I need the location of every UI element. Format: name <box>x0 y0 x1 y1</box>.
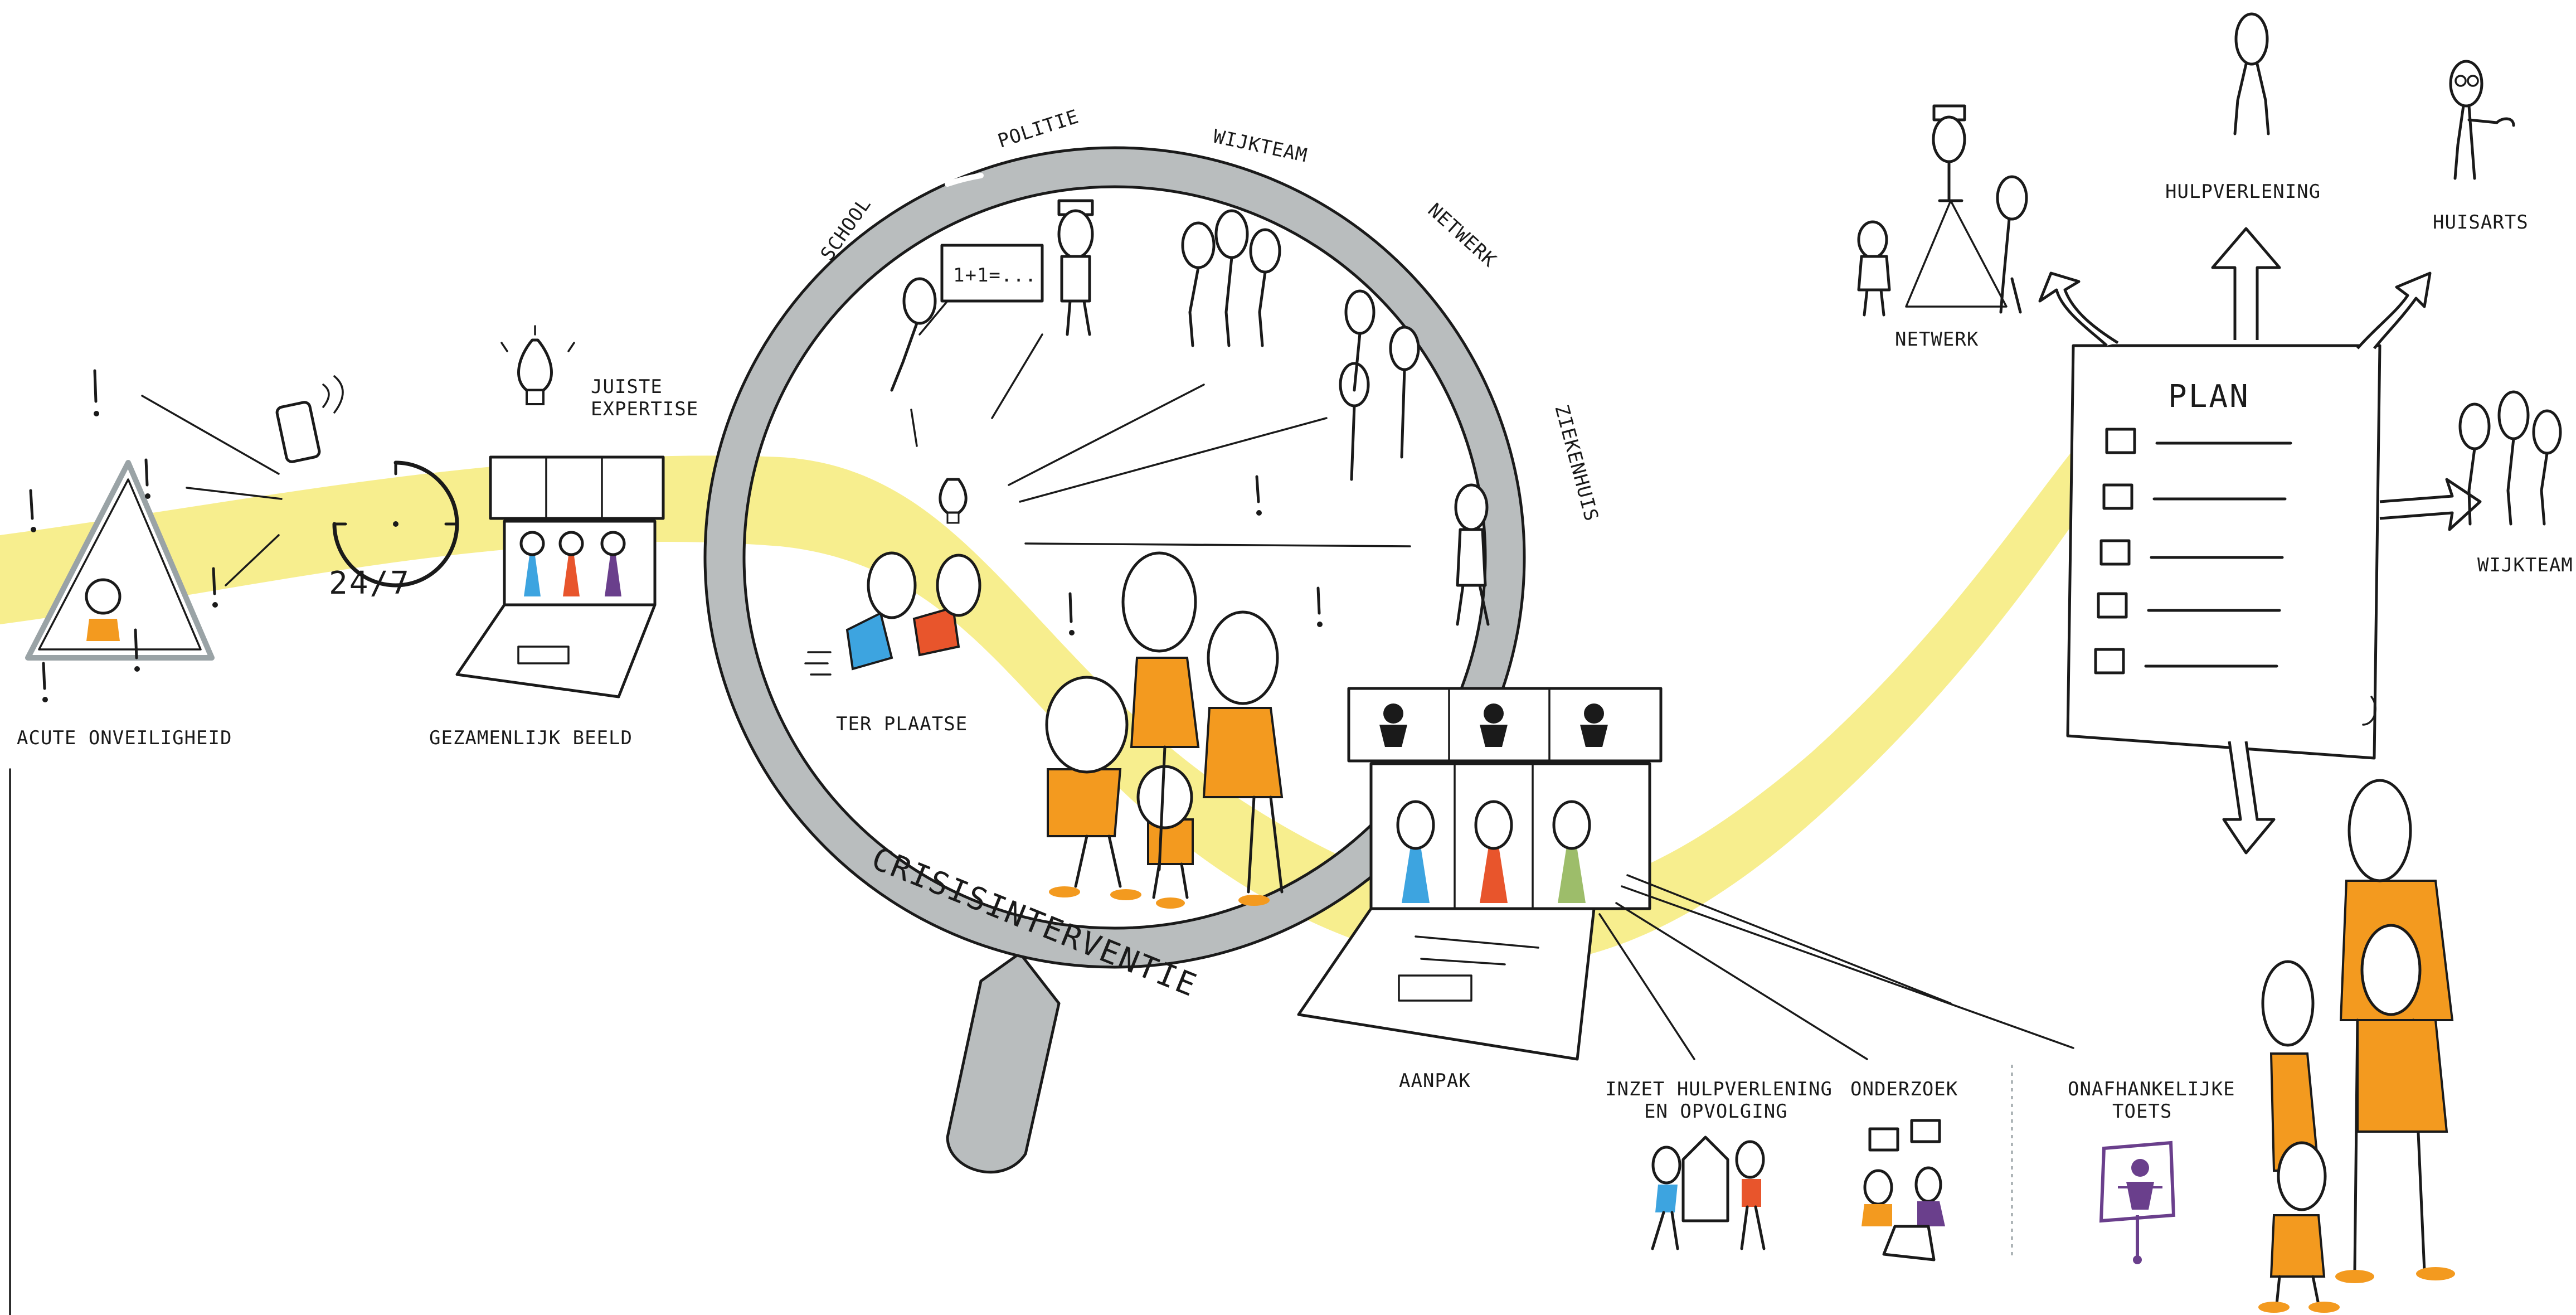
ter-plaatse-figures <box>804 551 981 676</box>
lightbulb-icon <box>939 478 968 524</box>
onderzoek-label: ONDERZOEK <box>1850 1078 1958 1100</box>
inzet-label-line1: INZET HULPVERLENING <box>1605 1078 1833 1100</box>
wijkteam-figures <box>1181 209 1281 347</box>
family-right-figures <box>2258 779 2455 1313</box>
clock-group: 24/7 <box>275 375 459 601</box>
wijkteam-top-label: WIJKTEAM <box>1211 125 1309 167</box>
police-figure <box>1057 199 1094 336</box>
ziekenhuis-label: ZIEKENHUIS <box>1550 402 1602 524</box>
checkbox-icon <box>2094 428 2292 675</box>
netwerk-arc-label: NETWERK <box>1423 199 1500 271</box>
aanpak-label: AANPAK <box>1399 1070 1471 1092</box>
toets-label-line2: TOETS <box>2112 1100 2172 1123</box>
family-figures <box>1045 551 1284 909</box>
acute-unsafety-label: ACUTE ONVEILIGHEID <box>17 727 232 749</box>
wijkteam-right-figures <box>2458 390 2562 526</box>
politie-label: POLITIE <box>995 105 1081 152</box>
joint-picture-group: JUISTE EXPERTISE GEZAMENLIJK BEELD <box>429 325 698 749</box>
plan-title: PLAN <box>2168 379 2250 415</box>
inzet-label-line2: EN OPVOLGING <box>1644 1100 1788 1123</box>
connector-lines <box>910 333 1411 547</box>
speech-bubble-icon <box>1868 1127 1899 1152</box>
expertise-label-line2: EXPERTISE <box>591 398 698 420</box>
exclamation-icon <box>29 369 218 702</box>
speech-bubble-icon <box>1910 1119 1941 1143</box>
hospital-figure <box>1454 483 1490 626</box>
wijkteam-right-label: WIJKTEAM <box>2477 554 2573 576</box>
onderzoek-figures <box>1861 1119 1945 1261</box>
whiteboard-text: 1+1=... <box>953 264 1037 287</box>
joint-picture-label: GEZAMENLIJK BEELD <box>429 727 633 749</box>
expertise-label-line1: JUISTE <box>591 376 663 398</box>
acute-unsafety-group: ACUTE ONVEILIGHEID <box>17 369 283 749</box>
arrow-icon <box>2038 227 2482 855</box>
huisarts-label: HUISARTS <box>2433 211 2529 234</box>
ter-plaatse-label: TER PLAATSE <box>836 713 968 735</box>
whiteboard <box>940 244 1044 303</box>
warning-triangle-icon <box>25 460 215 661</box>
netwerk-label: NETWERK <box>1895 328 1979 351</box>
exclamation-icon <box>1068 475 1323 635</box>
huisarts-figure <box>2449 60 2515 180</box>
netwerk-figures <box>1339 289 1420 481</box>
toets-label-line1: ONAFHANKELIJKE <box>2068 1078 2235 1100</box>
school-figure: 1+1=... <box>890 244 1044 392</box>
laptop-icon <box>1297 687 1663 1061</box>
connector-lines <box>1598 874 2074 1060</box>
phone-icon <box>275 401 321 463</box>
hulpverlening-figure <box>2233 12 2270 135</box>
lightbulb-icon <box>500 325 575 405</box>
network-figures <box>1857 104 2028 317</box>
magnifying-glass-icon <box>703 146 1526 1174</box>
clock-label: 24/7 <box>329 565 411 601</box>
network-triangle <box>1905 200 2008 308</box>
scale-of-justice-icon <box>2099 1141 2176 1264</box>
clock-icon <box>332 460 459 588</box>
plan-document: PLAN <box>2066 344 2381 760</box>
inzet-figures <box>1651 1136 1766 1250</box>
child-figure <box>85 578 121 615</box>
hulpverlening-label: HULPVERLENING <box>2165 181 2321 203</box>
laptop-icon <box>455 455 665 698</box>
